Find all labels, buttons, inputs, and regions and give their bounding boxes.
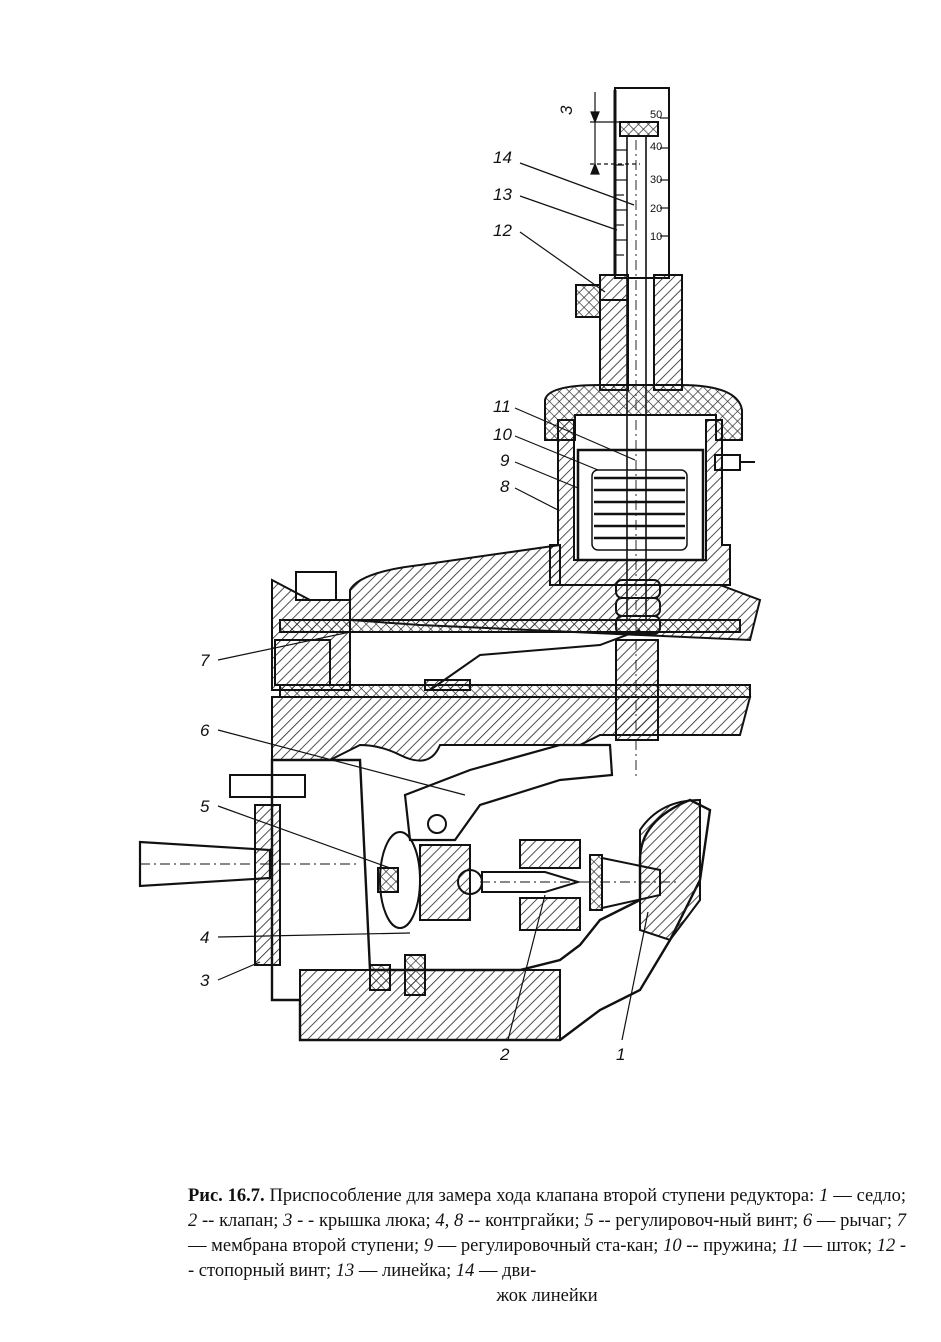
spring-housing: [549, 419, 731, 586]
scale-mark: 30: [650, 174, 662, 186]
legend-item-10: 10 -- пружина;: [663, 1236, 778, 1256]
stem-guide: [575, 274, 683, 391]
scale-mark: 10: [650, 231, 662, 243]
callout-6: 6: [200, 721, 210, 740]
adjusting-cup: [576, 448, 705, 562]
callout-2: 2: [499, 1045, 510, 1064]
inlet-pipe: [138, 840, 272, 888]
dimension-label: 3: [557, 105, 576, 115]
callout-10: 10: [493, 425, 512, 444]
legend-item-11: 11 — шток;: [781, 1236, 873, 1256]
callout-5: 5: [200, 797, 210, 816]
dimension-3: [590, 92, 640, 175]
legend-item-14: 14 — дви-: [455, 1261, 537, 1281]
lever: [403, 743, 614, 842]
legend-item-13: 13 — линейка;: [335, 1261, 452, 1281]
spring: [591, 469, 688, 551]
legend-item-6: 6 — рычаг;: [802, 1211, 893, 1231]
figure-title: Приспособление для замера хода клапана в…: [269, 1186, 815, 1206]
scale-mark: 20: [650, 203, 662, 215]
legend-item-2: 2 -- клапан;: [188, 1211, 279, 1231]
legend-item-4-8: 4, 8 -- контргайки;: [435, 1211, 580, 1231]
upper-cover: [349, 543, 762, 642]
legend-item-7: 7 — мембрана второй ступени;: [188, 1211, 907, 1256]
hatch-cover: [254, 804, 281, 966]
legend-item-12: 12 - - стопорный винт;: [188, 1236, 907, 1281]
callout-11: 11: [493, 397, 511, 416]
scale-mark: 40: [650, 141, 662, 153]
reducer-diagram: 50 40 30 20 10 3 14 13 12 11 10 9 8 7 6 …: [138, 87, 762, 1064]
legend-item-9: 9 — регулировочный ста-кан;: [423, 1236, 659, 1256]
callout-9: 9: [500, 451, 510, 470]
callout-12: 12: [493, 221, 512, 240]
bolt-head-top: [295, 571, 337, 601]
figure-caption: Рис. 16.7. Приспособление для замера ход…: [188, 1184, 906, 1309]
legend-item-1: 1 — седло;: [819, 1186, 907, 1206]
callout-4: 4: [200, 928, 209, 947]
mid-body: [271, 696, 752, 762]
callout-13: 13: [493, 185, 512, 204]
ruler: [613, 87, 670, 279]
callout-8: 8: [500, 477, 510, 496]
legend-item-5: 5 -- регулировоч-ный винт;: [584, 1211, 799, 1231]
stem-plunger: [615, 639, 659, 741]
adjusting-screw: [377, 831, 471, 929]
legend-item-3: 3 - - крышка люка;: [283, 1211, 431, 1231]
figure-label: Рис. 16.7.: [188, 1186, 265, 1206]
callout-1: 1: [616, 1045, 625, 1064]
callout-3: 3: [200, 971, 210, 990]
valve-assembly: [457, 839, 680, 931]
scale-mark: 50: [650, 109, 662, 121]
caption-last-line: жок линейки: [496, 1286, 598, 1306]
callout-14: 14: [493, 148, 512, 167]
callout-7: 7: [200, 651, 210, 670]
